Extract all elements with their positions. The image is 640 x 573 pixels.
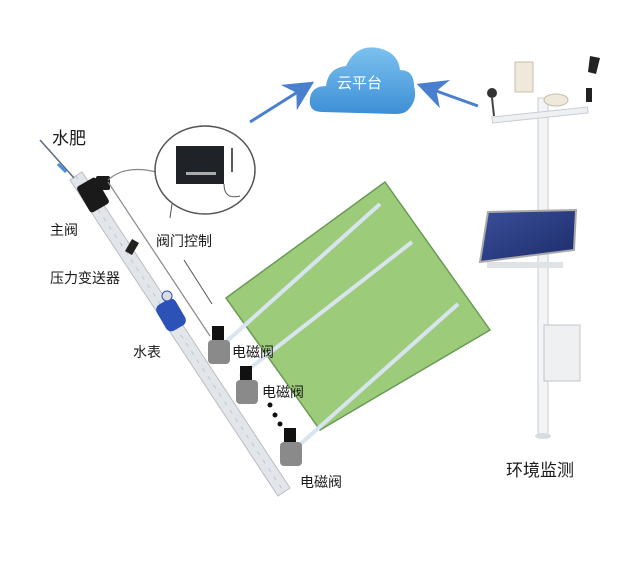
drip-line-1 — [224, 202, 382, 344]
weather-station-icon — [478, 56, 600, 439]
flow-arrow-icon — [56, 162, 68, 174]
control-wire-2 — [107, 181, 211, 337]
cloud-platform-label: 云平台 — [337, 74, 383, 92]
cloud-platform-icon — [309, 47, 416, 114]
solenoid-valve-icon-3 — [280, 428, 302, 466]
pressure-transmitter-icon — [125, 238, 139, 256]
water-meter-icon — [156, 290, 186, 332]
solenoid-valve-label-2: 电磁阀 — [262, 385, 304, 401]
field — [224, 180, 492, 450]
solenoid-valve-label-3: 电磁阀 — [300, 475, 342, 491]
pressure-transmitter-label: 压力变送器 — [50, 271, 120, 287]
main-valve-label: 主阀 — [50, 223, 78, 239]
arrow-to-cloud-left — [249, 81, 315, 124]
solenoid-valve-label-1: 电磁阀 — [232, 345, 274, 361]
valve-control-label: 阀门控制 — [156, 234, 212, 250]
water-fertilizer-label: 水肥 — [52, 129, 86, 149]
drip-line-3 — [294, 302, 460, 450]
solenoid-valve-icon-1 — [208, 326, 230, 364]
arrow-to-cloud-right — [416, 79, 479, 109]
main-valve-icon — [77, 176, 110, 213]
inlet-line — [39, 139, 75, 179]
ellipsis-dots — [267, 402, 283, 427]
env-monitoring-label: 环境监测 — [506, 461, 574, 481]
valve-controller — [154, 125, 256, 219]
drip-line-2 — [238, 240, 414, 378]
water-meter-label: 水表 — [133, 345, 161, 361]
main-pipe — [69, 171, 291, 497]
controller-pointer — [183, 259, 213, 305]
solenoid-valve-icon-2 — [236, 366, 258, 404]
